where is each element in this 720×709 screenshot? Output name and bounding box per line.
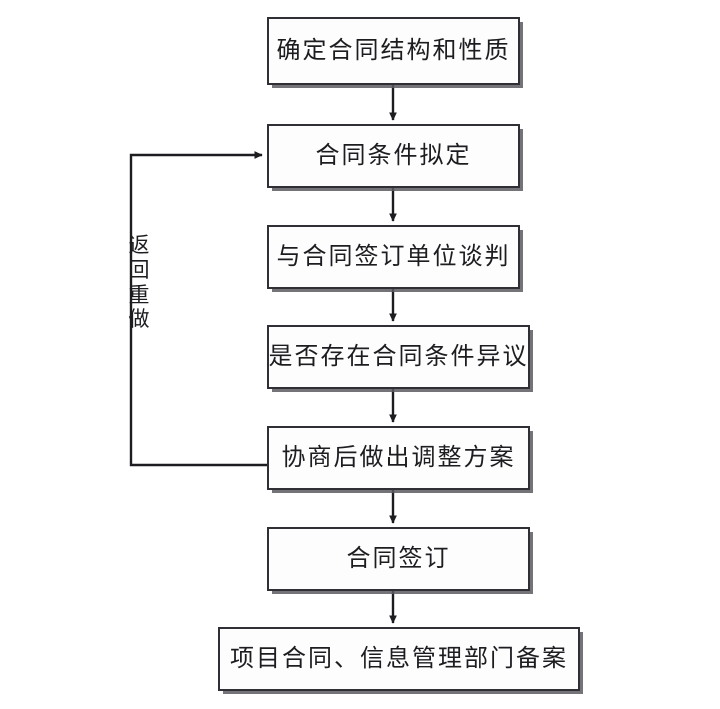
flow-node-label: 与合同签订单位谈判 (276, 244, 511, 270)
flow-node-label: 协商后做出调整方案 (281, 445, 516, 471)
flow-node-label: 确定合同结构和性质 (276, 38, 511, 64)
flow-node-contract-signing[interactable]: 合同签订 (267, 527, 530, 591)
flow-node-draft-contract-terms[interactable]: 合同条件拟定 (267, 124, 520, 188)
flow-node-label: 项目合同、信息管理部门备案 (230, 646, 568, 672)
flow-node-label: 合同条件拟定 (315, 143, 472, 169)
flow-node-label: 合同签订 (346, 546, 451, 572)
feedback-loop-label: 返回重做 (128, 233, 150, 332)
flow-node-confirm-contract-structure[interactable]: 确定合同结构和性质 (267, 17, 520, 85)
flow-node-adjustment-plan-after-negotiation[interactable]: 协商后做出调整方案 (267, 426, 530, 490)
flow-node-label: 是否存在合同条件异议 (268, 344, 529, 370)
flow-node-negotiate-with-signing-party[interactable]: 与合同签订单位谈判 (267, 225, 520, 289)
flow-node-file-with-info-management-dept[interactable]: 项目合同、信息管理部门备案 (218, 627, 580, 691)
flow-node-check-term-objections[interactable]: 是否存在合同条件异议 (267, 325, 530, 389)
